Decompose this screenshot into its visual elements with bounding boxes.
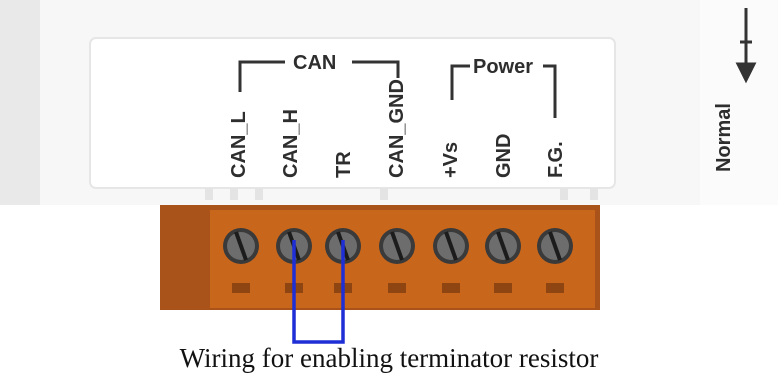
terminal-screw bbox=[433, 228, 469, 264]
terminator-jumper-wire bbox=[292, 240, 345, 344]
pin-label-gnd: GND bbox=[493, 133, 515, 178]
terminal-slot bbox=[494, 283, 512, 293]
can-bracket bbox=[238, 60, 400, 92]
power-bracket bbox=[450, 64, 557, 118]
terminal-slot bbox=[442, 283, 460, 293]
pin-label-can-l: CAN_L bbox=[228, 111, 250, 178]
power-group-label: Power bbox=[473, 56, 534, 78]
terminal-screw bbox=[537, 228, 573, 264]
terminal-slot bbox=[546, 283, 564, 293]
pin-label-vs: +Vs bbox=[440, 141, 462, 178]
terminal-screw bbox=[485, 228, 521, 264]
pin-label-fg: F.G. bbox=[545, 141, 567, 178]
terminal-screws bbox=[223, 228, 573, 264]
terminal-slot bbox=[232, 283, 250, 293]
housing-right-section bbox=[700, 0, 778, 205]
switch-arrow-icon bbox=[735, 8, 757, 84]
caption: Wiring for enabling terminator resistor bbox=[179, 343, 599, 373]
can-group-label: CAN bbox=[293, 52, 337, 74]
pin-label-can-h: CAN_H bbox=[280, 109, 302, 178]
pin-label-can-gnd: CAN_GND bbox=[386, 79, 408, 178]
pin-label-tr: TR bbox=[333, 151, 355, 178]
label-panel bbox=[89, 37, 616, 189]
housing-vents bbox=[205, 188, 598, 200]
housing-left-edge bbox=[0, 0, 40, 205]
terminal-screw bbox=[379, 228, 415, 264]
terminal-slot bbox=[388, 283, 406, 293]
terminal-screw bbox=[223, 228, 259, 264]
switch-label: Normal bbox=[713, 103, 735, 172]
